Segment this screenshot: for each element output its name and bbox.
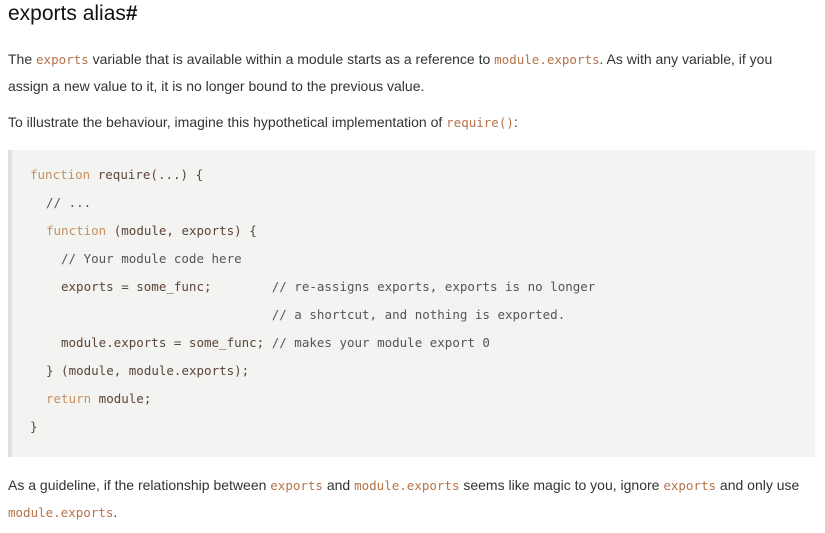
text: and only use	[716, 477, 800, 493]
inline-code: module.exports	[494, 52, 600, 67]
code-block: function require(...) { // ... function …	[8, 150, 815, 457]
text: To illustrate the behaviour, imagine thi…	[8, 114, 447, 130]
keyword: return	[46, 391, 92, 406]
code-line: // a shortcut, and nothing is exported.	[61, 307, 566, 322]
code-line: } (module, module.exports);	[46, 363, 249, 378]
inline-code: exports	[36, 52, 89, 67]
code-line: module.exports = some_func; // makes you…	[61, 335, 490, 350]
text: variable that is available within a modu…	[88, 51, 495, 67]
inline-code: exports	[270, 478, 323, 493]
keyword: function	[46, 223, 107, 238]
paragraph-guideline: As a guideline, if the relationship betw…	[8, 472, 808, 526]
inline-code: module.exports	[354, 478, 460, 493]
comment: // re-assigns exports, exports is no lon…	[271, 279, 596, 294]
code-line: // ...	[46, 195, 91, 210]
code: exports = some_func;	[61, 279, 272, 294]
code: (module, exports) {	[106, 223, 257, 238]
code-line: // Your module code here	[61, 251, 242, 266]
comment: // ...	[46, 195, 92, 210]
heading-text: exports alias	[8, 2, 126, 25]
keyword: function	[30, 167, 91, 182]
code-line: }	[30, 419, 38, 434]
text: seems like magic to you, ignore	[459, 477, 664, 493]
code-line: return module;	[46, 391, 151, 406]
inline-code: module.exports	[8, 505, 114, 520]
code-line: exports = some_func; // re-assigns expor…	[61, 279, 595, 294]
inline-code: exports	[663, 478, 717, 493]
text: :	[513, 114, 518, 130]
comment: // makes your module export 0	[271, 335, 490, 350]
code-line: function require(...) {	[30, 167, 203, 182]
code-line: function (module, exports) {	[46, 223, 257, 238]
section-heading: exports alias#	[8, 2, 138, 26]
text: and	[322, 477, 355, 493]
text: As a guideline, if the relationship betw…	[8, 477, 271, 493]
text: The	[8, 51, 37, 67]
inline-code: require()	[446, 115, 514, 130]
paragraph-illustrate: To illustrate the behaviour, imagine thi…	[8, 109, 808, 136]
heading-anchor-link[interactable]: #	[125, 2, 138, 25]
comment: // a shortcut, and nothing is exported.	[271, 307, 566, 322]
text: .	[113, 504, 118, 520]
code	[61, 307, 272, 322]
code: module;	[91, 391, 152, 406]
code: }	[30, 419, 38, 434]
code: require(...) {	[90, 167, 204, 182]
code: module.exports = some_func;	[61, 335, 272, 350]
text: . As with any variable, if you assign a …	[8, 51, 773, 94]
comment: // Your module code here	[61, 251, 242, 266]
paragraph-intro: The exports variable that is available w…	[8, 46, 808, 99]
code: } (module, module.exports);	[46, 363, 250, 378]
